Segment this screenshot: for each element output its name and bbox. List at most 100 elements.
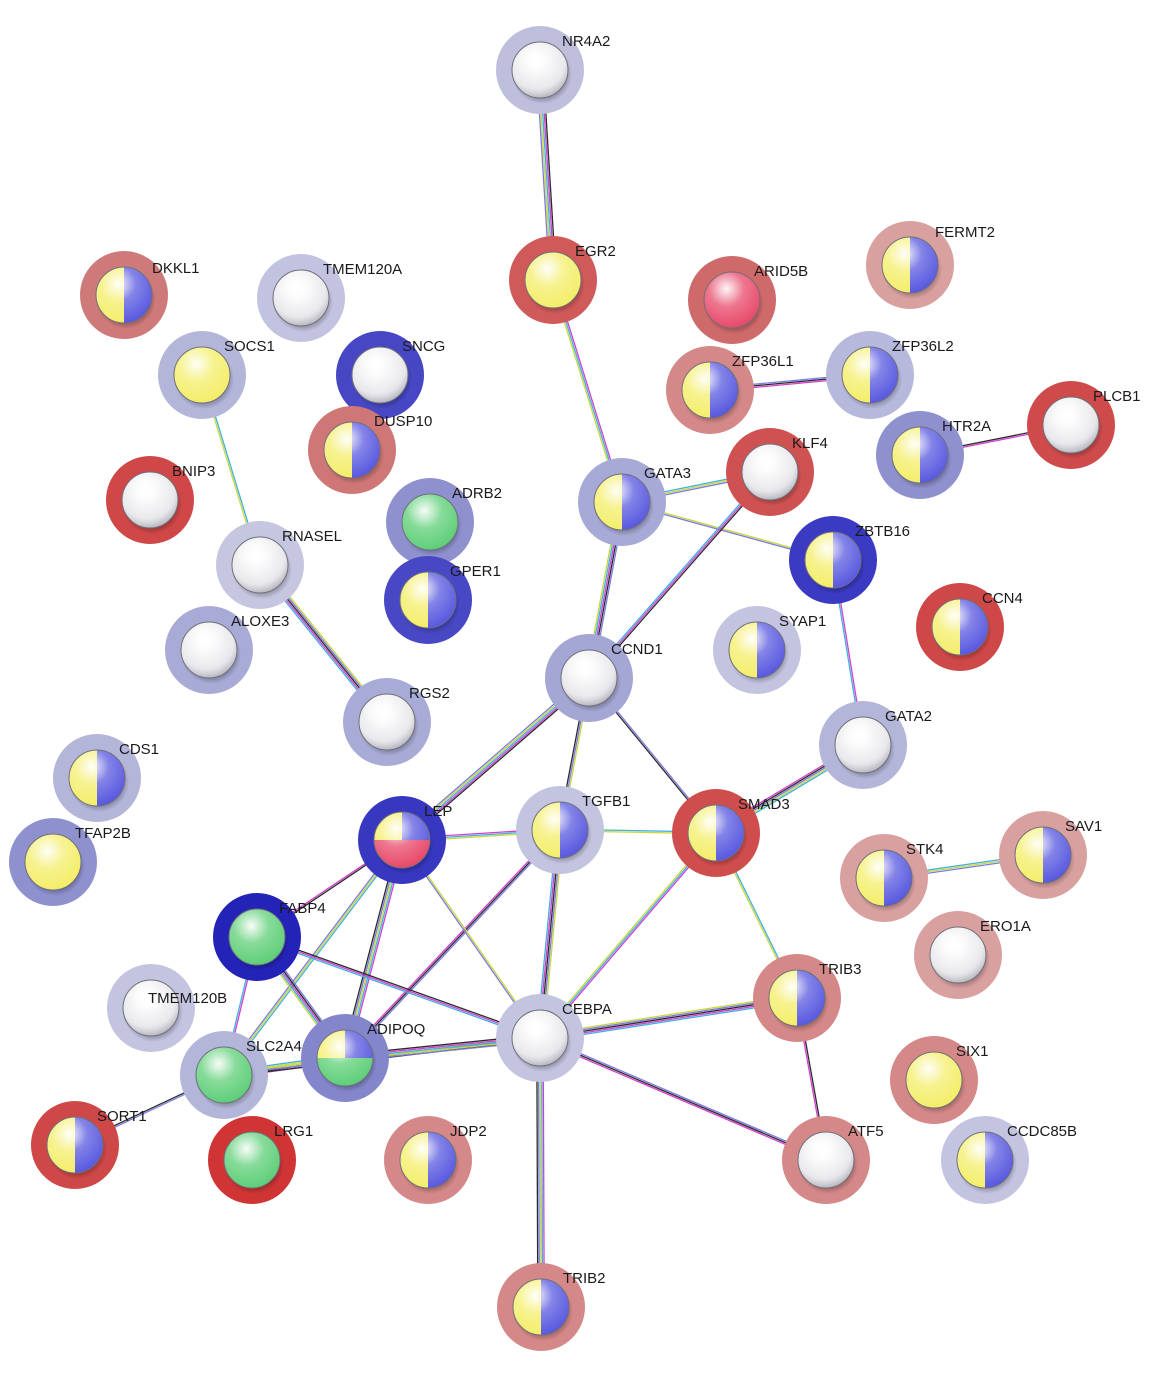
node-label: ADRB2 xyxy=(452,485,502,502)
node-gloss xyxy=(768,969,826,1027)
node-gloss xyxy=(741,443,799,501)
node-lep[interactable]: LEP xyxy=(358,796,452,884)
node-gloss xyxy=(593,473,651,531)
node-ccdc85b[interactable]: CCDC85B xyxy=(941,1116,1077,1204)
node-gloss xyxy=(180,621,238,679)
node-trib3[interactable]: TRIB3 xyxy=(753,954,862,1042)
node-zbtb16[interactable]: ZBTB16 xyxy=(789,516,910,604)
node-six1[interactable]: SIX1 xyxy=(890,1036,989,1124)
node-smad3[interactable]: SMAD3 xyxy=(672,789,790,877)
edge-strand xyxy=(587,470,770,678)
node-gata2[interactable]: GATA2 xyxy=(819,701,932,789)
node-trib2[interactable]: TRIB2 xyxy=(497,1263,606,1351)
node-adipoq[interactable]: ADIPOQ xyxy=(301,1014,425,1102)
node-gloss xyxy=(399,571,457,629)
edge-strand xyxy=(343,828,560,1058)
node-label: DKKL1 xyxy=(152,260,200,277)
node-ccn4[interactable]: CCN4 xyxy=(916,583,1023,671)
node-sort1[interactable]: SORT1 xyxy=(31,1101,147,1189)
node-gloss xyxy=(46,1116,104,1174)
node-gloss xyxy=(728,621,786,679)
node-label: NR4A2 xyxy=(562,33,610,50)
node-label: GATA3 xyxy=(644,465,691,482)
node-fermt2[interactable]: FERMT2 xyxy=(866,221,995,309)
node-label: LEP xyxy=(424,803,452,820)
node-ccnd1[interactable]: CCND1 xyxy=(545,634,663,722)
node-label: TRIB3 xyxy=(819,961,862,978)
node-gloss xyxy=(511,1009,569,1067)
node-gata3[interactable]: GATA3 xyxy=(578,458,691,546)
node-label: ADIPOQ xyxy=(367,1021,425,1038)
node-gloss xyxy=(560,649,618,707)
edge-strand xyxy=(539,1038,826,1163)
node-atf5[interactable]: ATF5 xyxy=(782,1116,884,1204)
edge-CEBPA-TRIB2 xyxy=(536,1037,545,1308)
node-label: TMEM120B xyxy=(148,990,227,1007)
node-gloss xyxy=(399,1131,457,1189)
node-aloxe3[interactable]: ALOXE3 xyxy=(165,606,289,694)
node-jdp2[interactable]: JDP2 xyxy=(384,1116,487,1204)
node-gper1[interactable]: GPER1 xyxy=(384,556,501,644)
node-gloss xyxy=(531,801,589,859)
node-adrb2[interactable]: ADRB2 xyxy=(386,478,502,566)
node-sncg[interactable]: SNCG xyxy=(336,331,445,419)
node-bnip3[interactable]: BNIP3 xyxy=(106,456,215,544)
edge-SMAD3-CEBPA xyxy=(538,831,718,1040)
node-lrg1[interactable]: LRG1 xyxy=(208,1116,313,1204)
node-label: RGS2 xyxy=(409,685,450,702)
edge-CEBPA-ATF5 xyxy=(539,1035,827,1163)
node-klf4[interactable]: KLF4 xyxy=(726,428,828,516)
node-label: SYAP1 xyxy=(779,613,826,630)
node-arid5b[interactable]: ARID5B xyxy=(688,256,808,344)
node-plcb1[interactable]: PLCB1 xyxy=(1027,381,1141,469)
node-stk4[interactable]: STK4 xyxy=(840,834,944,922)
node-gloss xyxy=(855,849,913,907)
node-slc2a4[interactable]: SLC2A4 xyxy=(180,1031,302,1119)
node-gloss xyxy=(841,346,899,404)
node-socs1[interactable]: SOCS1 xyxy=(158,331,275,419)
edge-strand xyxy=(588,471,771,679)
node-gloss xyxy=(929,926,987,984)
node-label: SOCS1 xyxy=(224,338,275,355)
node-label: ARID5B xyxy=(754,263,808,280)
node-label: FABP4 xyxy=(279,900,326,917)
edge-strand xyxy=(257,934,541,1038)
edge-strand xyxy=(540,1035,827,1160)
edge-strand xyxy=(345,830,562,1060)
node-gloss xyxy=(956,1131,1014,1189)
node-dusp10[interactable]: DUSP10 xyxy=(308,406,432,494)
node-zfp36l2[interactable]: ZFP36L2 xyxy=(826,331,954,419)
node-label: SORT1 xyxy=(97,1108,147,1125)
edge-strand xyxy=(256,936,541,1039)
node-gloss xyxy=(373,811,431,869)
node-gloss xyxy=(231,536,289,594)
node-nr4a2[interactable]: NR4A2 xyxy=(496,26,610,114)
node-syap1[interactable]: SYAP1 xyxy=(713,606,826,694)
node-gloss xyxy=(173,346,231,404)
node-gloss xyxy=(891,426,949,484)
node-label: SIX1 xyxy=(956,1043,989,1060)
node-tgfb1[interactable]: TGFB1 xyxy=(516,786,630,874)
edge-strand xyxy=(589,472,772,680)
node-cds1[interactable]: CDS1 xyxy=(53,734,159,822)
node-sav1[interactable]: SAV1 xyxy=(999,811,1102,899)
node-label: CCND1 xyxy=(611,641,663,658)
node-label: HTR2A xyxy=(942,418,991,435)
node-rgs2[interactable]: RGS2 xyxy=(343,678,450,766)
node-label: GATA2 xyxy=(885,708,932,725)
node-tfap2b[interactable]: TFAP2B xyxy=(9,818,131,906)
node-cebpa[interactable]: CEBPA xyxy=(496,994,612,1082)
node-gloss xyxy=(1042,396,1100,454)
edge-strand xyxy=(540,1037,544,1307)
node-fabp4[interactable]: FABP4 xyxy=(213,893,326,981)
node-tmem120a[interactable]: TMEM120A xyxy=(257,254,402,342)
node-zfp36l1[interactable]: ZFP36L1 xyxy=(666,346,794,434)
node-egr2[interactable]: EGR2 xyxy=(509,236,616,324)
node-rnasel[interactable]: RNASEL xyxy=(216,521,342,609)
node-dkkl1[interactable]: DKKL1 xyxy=(80,251,200,339)
node-htr2a[interactable]: HTR2A xyxy=(876,411,991,499)
node-ero1a[interactable]: ERO1A xyxy=(914,911,1031,999)
node-tmem120b[interactable]: TMEM120B xyxy=(107,964,227,1052)
